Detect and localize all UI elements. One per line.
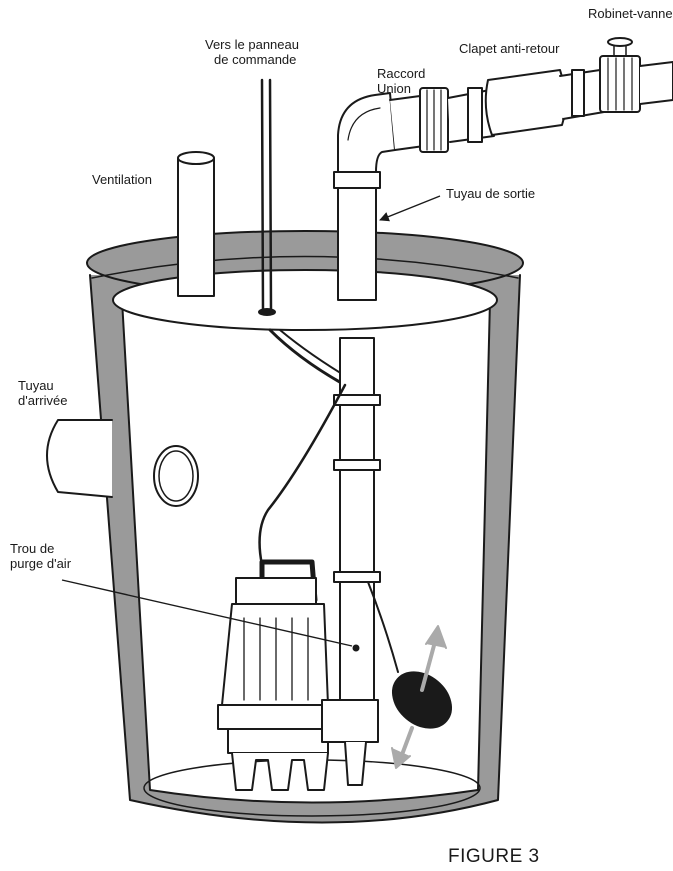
label-union-line2: Union (377, 81, 411, 96)
label-control-panel-line1: Vers le panneau (205, 37, 299, 52)
label-bleed-hole-line1: Trou de (10, 541, 54, 556)
label-bleed-hole-line2: purge d'air (10, 556, 71, 571)
label-union-line1: Raccord (377, 66, 425, 81)
discharge-pipe (334, 338, 380, 728)
vent-pipe (178, 152, 214, 296)
label-check-valve: Clapet anti-retour (459, 41, 559, 56)
label-outlet-pipe: Tuyau de sortie (446, 186, 535, 201)
label-vent: Ventilation (92, 172, 152, 187)
figure-caption: FIGURE 3 (448, 846, 540, 868)
label-gate-valve: Robinet-vanne (588, 6, 673, 21)
label-inlet-line2: d'arrivée (18, 393, 67, 408)
label-control-panel-line2: de commande (214, 52, 296, 67)
label-inlet-line1: Tuyau (18, 378, 54, 393)
